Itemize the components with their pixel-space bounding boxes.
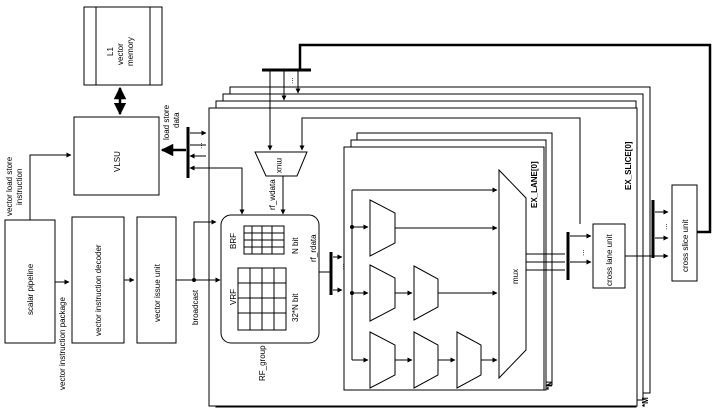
rf-rdata-label: rf_rdata bbox=[309, 234, 318, 262]
l1-line-1: L1 bbox=[106, 47, 115, 56]
alu-unit-row1 bbox=[369, 199, 396, 257]
bus-dots: ... bbox=[195, 142, 204, 149]
rf-rdata-dots: ... bbox=[337, 263, 346, 270]
lane-bus-dots: ... bbox=[577, 249, 586, 256]
cross-lane-feedback-path bbox=[299, 117, 581, 224]
vector-load-store-instruction-label-1: vector load store bbox=[5, 156, 14, 216]
vector-instruction-decoder-label: vector instruction decoder bbox=[94, 244, 103, 336]
vector-issue-unit-block: vector issue unit bbox=[136, 216, 177, 344]
rf-group-label: RF_group bbox=[258, 345, 267, 381]
scalar-to-vlsu-arrow bbox=[29, 152, 72, 220]
cross-slice-unit-block: cross slice unit bbox=[671, 184, 698, 282]
alu-unit-row3-stage1 bbox=[369, 331, 396, 389]
scalar-pipeline-label: scalar pipeline bbox=[26, 263, 35, 315]
vrf: VRF 32*N bit bbox=[229, 267, 300, 331]
ex-slice-label: EX_SLICE[0] bbox=[624, 141, 633, 190]
alu-unit-row2-stage1 bbox=[369, 264, 396, 322]
cross-lane-unit-label: cross lane unit bbox=[605, 234, 614, 286]
l1-line-2: vector bbox=[116, 43, 125, 65]
broadcast-to-brf-arrow bbox=[193, 219, 217, 280]
vlsu-label: VLSU bbox=[113, 151, 122, 172]
scalar-pipeline-block: scalar pipeline bbox=[4, 219, 56, 344]
brf: BRF N bit bbox=[229, 225, 300, 255]
ex-lane-label: EX_LANE[0] bbox=[530, 161, 539, 208]
ex-lane-n-suffix: *N bbox=[545, 381, 554, 390]
mux-top-label: mux bbox=[275, 158, 284, 173]
feedback-dots: ... bbox=[286, 77, 295, 84]
alu-unit-row3-stage3 bbox=[456, 331, 482, 389]
alu-unit-row3-stage2 bbox=[413, 331, 439, 389]
vector-load-store-instruction-label-2: instruction bbox=[15, 169, 24, 205]
cross-slice-unit-label: cross slice unit bbox=[681, 219, 690, 272]
n32-bit-label: 32*N bit bbox=[291, 293, 300, 322]
l1-line-3: memory bbox=[126, 37, 135, 66]
brf-label: BRF bbox=[229, 233, 238, 249]
load-store-data-label-1: load store bbox=[162, 104, 171, 140]
vrf-label: VRF bbox=[229, 289, 238, 305]
alu-unit-row2-stage2 bbox=[413, 265, 439, 321]
bus-to-rf-arrow bbox=[189, 165, 245, 215]
slice-bus-dots: ... bbox=[660, 223, 669, 230]
vlsu-block: VLSU bbox=[73, 116, 160, 196]
l1-vector-memory bbox=[83, 6, 163, 86]
rf-wdata-label: rf_wdata bbox=[268, 179, 277, 210]
cross-lane-unit-block: cross lane unit bbox=[592, 223, 626, 289]
vector-instruction-package-label: vector instruction package bbox=[58, 297, 67, 390]
mux-lane-label: mux bbox=[511, 269, 520, 284]
mux-lane: mux bbox=[498, 168, 527, 380]
cross-slice-feedback-path bbox=[298, 43, 712, 234]
vector-issue-unit-label: vector issue unit bbox=[153, 263, 162, 322]
broadcast-label: broadcast bbox=[191, 289, 200, 325]
ex-slice-m-suffix: *M bbox=[641, 397, 650, 407]
mux-top: mux bbox=[254, 151, 308, 177]
n-bit-label: N bit bbox=[291, 237, 300, 254]
load-store-data-label-2: data bbox=[172, 112, 181, 128]
vector-instruction-decoder-block: vector instruction decoder bbox=[71, 216, 125, 344]
